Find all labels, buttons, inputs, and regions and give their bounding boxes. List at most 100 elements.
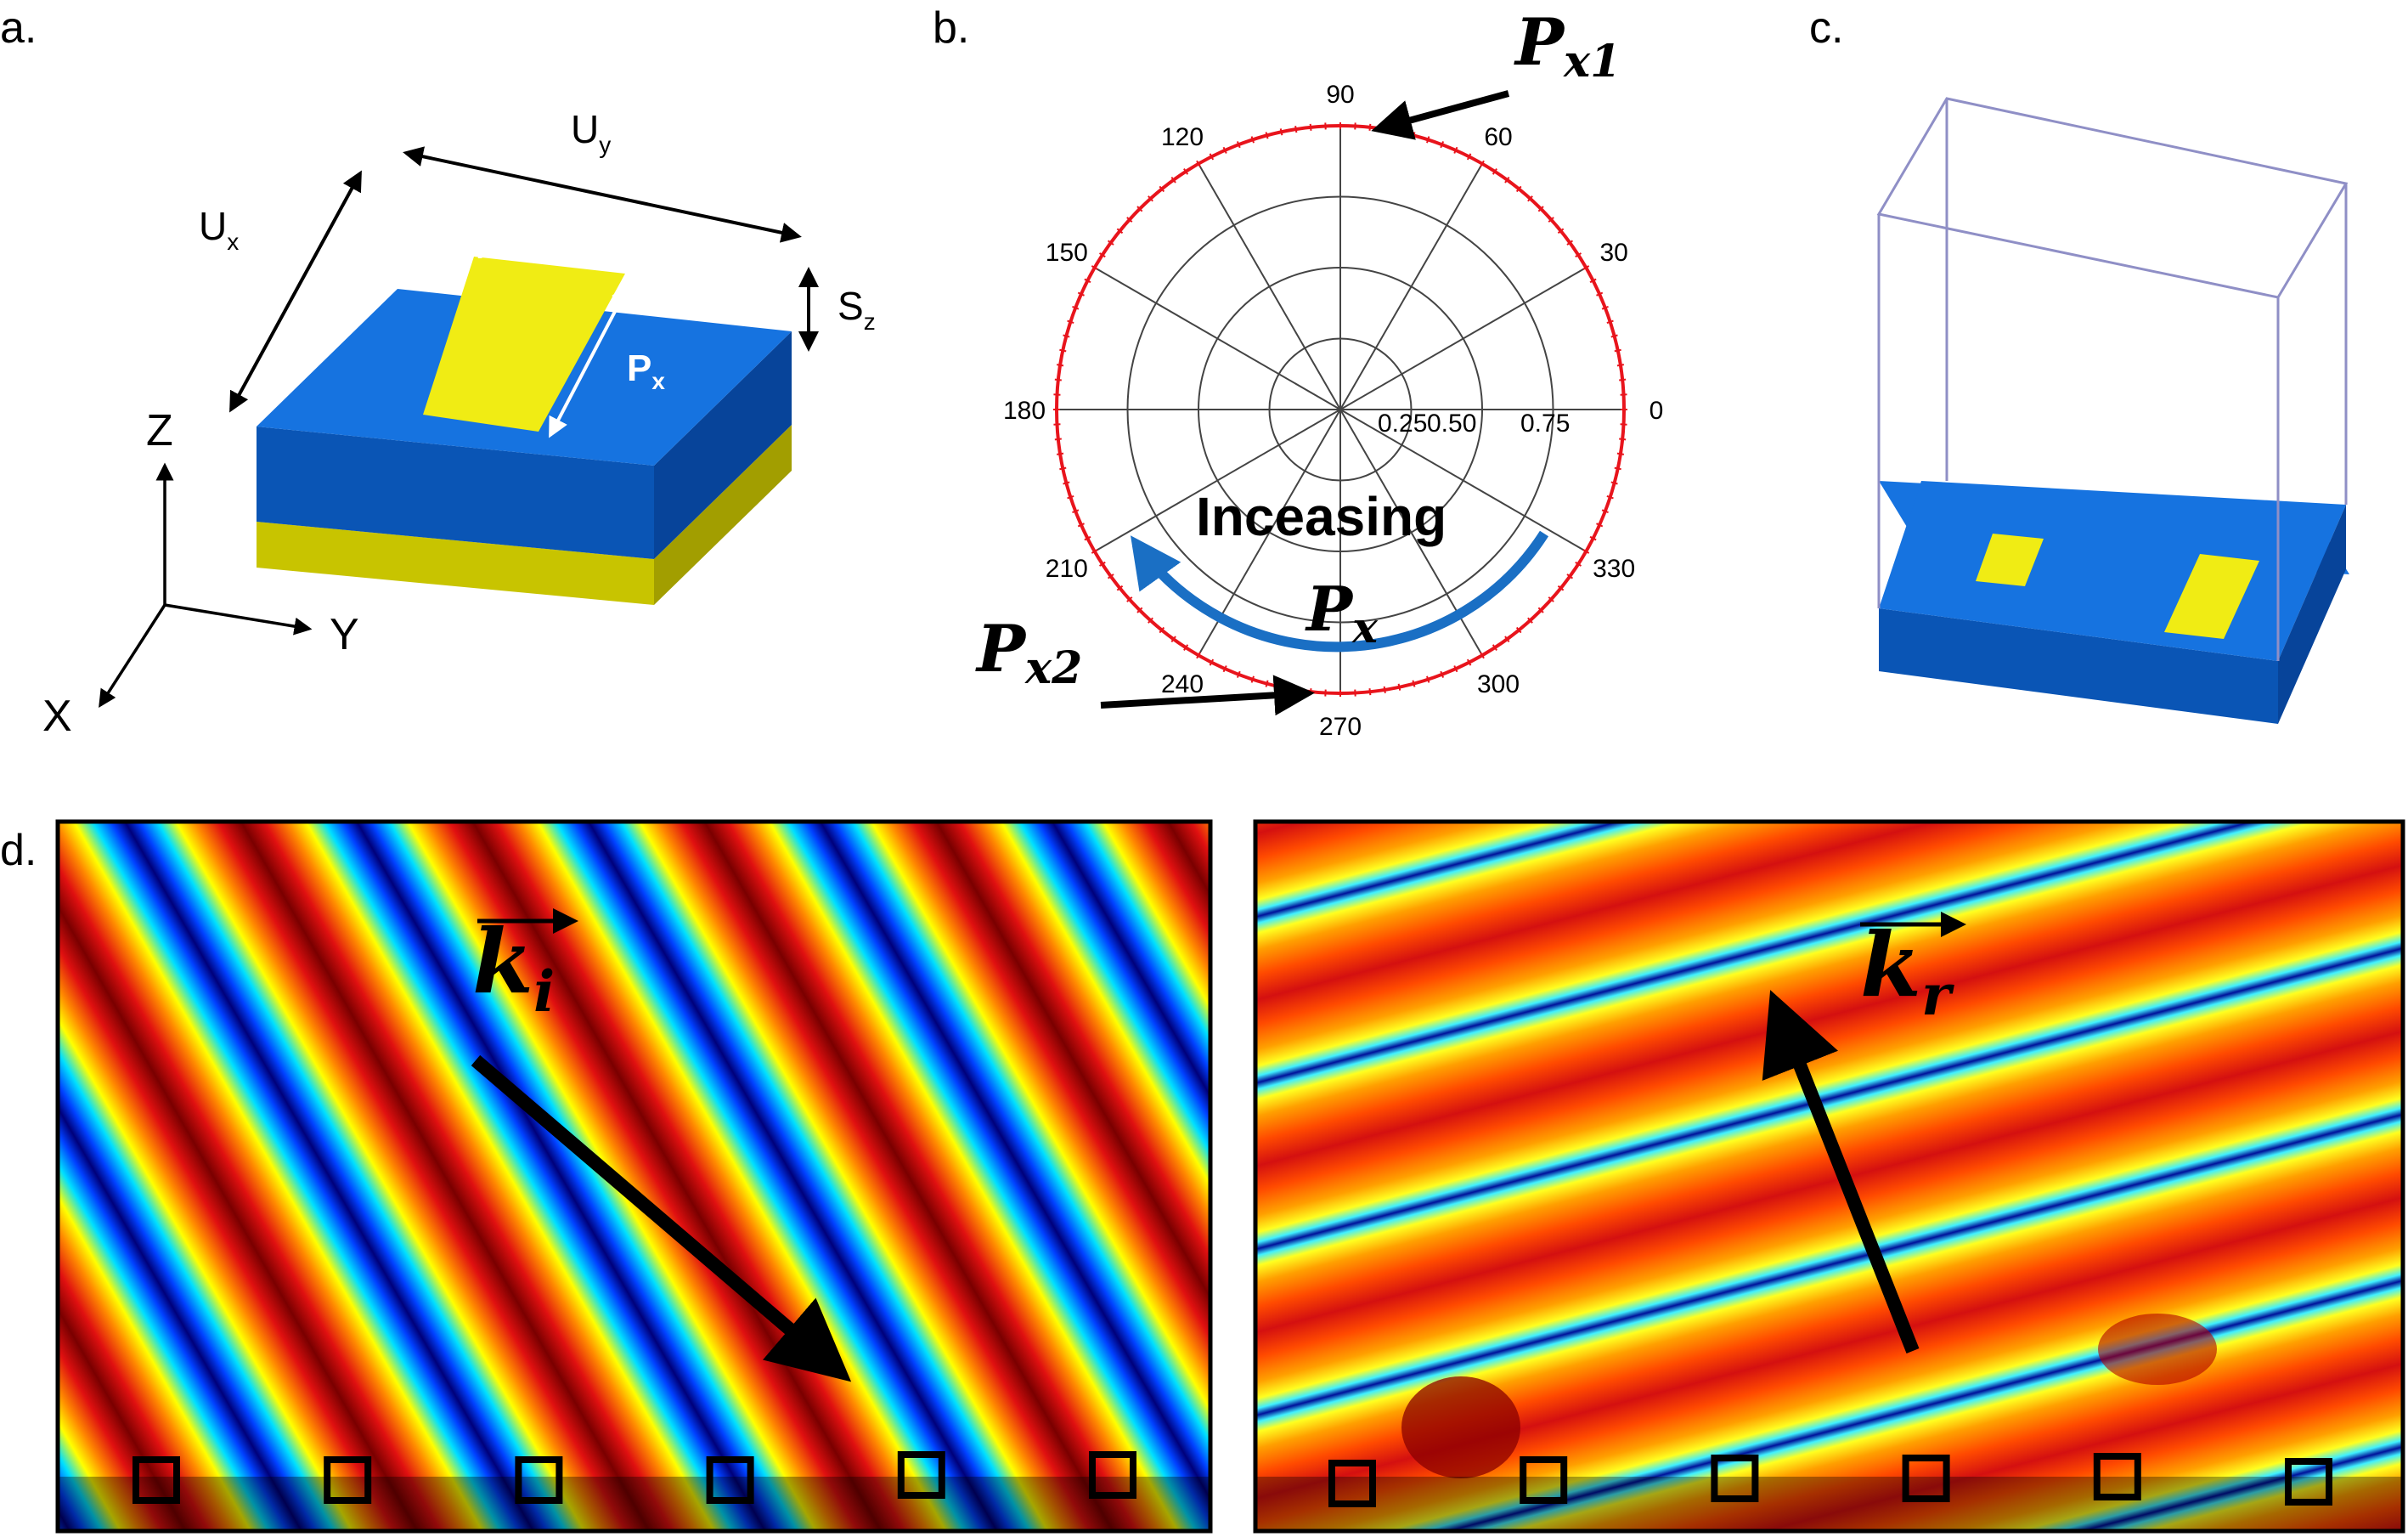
- dim-py-label: Py: [452, 212, 490, 258]
- trace-tick: [1222, 146, 1227, 154]
- incident-substrate-band: [58, 1477, 1210, 1531]
- trace-tick: [1183, 167, 1189, 175]
- trace-tick: [1072, 305, 1080, 310]
- panel-label-b: b.: [933, 3, 969, 53]
- trace-tick: [1067, 319, 1074, 324]
- trace-tick: [1148, 195, 1153, 202]
- trace-tick: [1480, 160, 1485, 167]
- trace-tick: [1209, 658, 1215, 666]
- trace-tick: [1606, 319, 1614, 324]
- trace-tick: [1610, 334, 1618, 338]
- incident-field-map: [58, 822, 1210, 1531]
- dim-uy-arrow: [403, 146, 802, 243]
- trace-tick: [1098, 252, 1106, 258]
- angle-label-330: 330: [1593, 555, 1635, 583]
- trace-tick: [1196, 160, 1201, 167]
- trace-tick: [1196, 652, 1201, 659]
- panel-a-unit-cell: Uy Ux Sz Py Px Z Y X: [42, 107, 876, 741]
- trace-tick: [1412, 680, 1416, 687]
- trace-tick: [1453, 146, 1458, 154]
- angle-label-210: 210: [1046, 555, 1088, 583]
- angle-label-0: 0: [1650, 397, 1664, 425]
- angle-label-270: 270: [1319, 713, 1362, 741]
- trace-tick: [1063, 334, 1070, 338]
- trace-tick: [1397, 128, 1401, 136]
- ki-arrow: [471, 1054, 852, 1382]
- trace-tick: [1601, 509, 1609, 514]
- trace-tick: [1222, 665, 1227, 673]
- kr-label: kr: [1860, 913, 1954, 1028]
- unit-cell-marker: [515, 1456, 563, 1504]
- unit-cell-marker: [2285, 1458, 2332, 1506]
- trace-tick: [1072, 509, 1080, 514]
- panel-label-c: c.: [1809, 3, 1843, 53]
- trace-tick: [1515, 626, 1522, 634]
- trace-tick: [1515, 185, 1522, 193]
- trace-tick: [1294, 126, 1298, 133]
- trace-tick: [1159, 626, 1165, 634]
- panel-label-d: d.: [0, 826, 37, 875]
- radial-label-050: 0.50: [1427, 410, 1476, 438]
- unit-cell-marker: [1089, 1451, 1136, 1499]
- trace-tick: [1527, 617, 1533, 624]
- dim-py-arrow: [518, 235, 627, 268]
- trace-tick: [1596, 523, 1604, 528]
- trace-tick: [1619, 378, 1627, 381]
- pointer-px2-arrow: [1100, 675, 1315, 716]
- angle-label-60: 60: [1484, 123, 1512, 151]
- angle-label-120: 120: [1161, 123, 1204, 151]
- unit-cell-marker: [897, 1451, 945, 1499]
- trace-tick: [1557, 228, 1565, 235]
- trace-tick: [1589, 535, 1597, 541]
- trace-tick: [1170, 176, 1176, 184]
- trace-tick: [1614, 466, 1621, 471]
- trace-tick: [1614, 348, 1621, 353]
- unit-cell-marker: [324, 1456, 372, 1504]
- trace-tick: [1054, 378, 1062, 381]
- trace-tick: [1480, 652, 1485, 659]
- angle-label-180: 180: [1003, 397, 1046, 425]
- ki-label: ki: [472, 909, 555, 1025]
- trace-tick: [1368, 123, 1372, 131]
- incident-markers: [133, 1451, 1136, 1504]
- trace-tick: [1148, 617, 1153, 624]
- trace-tick: [1170, 636, 1176, 643]
- hotspot-left: [1401, 1376, 1520, 1478]
- trace-tick: [1412, 132, 1416, 139]
- axis-x-line: [99, 604, 166, 708]
- trace-tick: [1126, 217, 1133, 223]
- trace-tick: [1059, 466, 1067, 471]
- trace-tick: [1091, 265, 1098, 270]
- trace-tick: [1159, 185, 1165, 193]
- angle-label-240: 240: [1161, 670, 1204, 698]
- trace-tick: [1077, 291, 1085, 297]
- trace-tick: [1236, 141, 1241, 149]
- unit-cell-marker: [706, 1456, 754, 1504]
- trace-tick: [1566, 240, 1574, 246]
- substrate-front: [257, 427, 654, 559]
- incident-frame: [55, 819, 1213, 1534]
- trace-tick: [1492, 644, 1497, 652]
- radial-label-025: 0.25: [1378, 410, 1427, 438]
- trace-tick: [1236, 670, 1241, 678]
- trace-tick: [1548, 217, 1554, 223]
- patch-left: [1976, 534, 2044, 586]
- panel-d-reflected-field: kr: [1253, 819, 2405, 1534]
- trace-tick: [1466, 658, 1472, 666]
- trace-tick: [1575, 561, 1582, 567]
- panel-c-simulation-box: [1876, 97, 2349, 724]
- trace-tick: [1265, 132, 1269, 139]
- angle-label-90: 90: [1326, 81, 1354, 109]
- trace-tick: [1077, 523, 1085, 528]
- trace-tick: [1504, 176, 1510, 184]
- ground-plane-right: [654, 425, 792, 605]
- trace-tick: [1504, 636, 1510, 643]
- dim-sz-label: Sz: [837, 284, 876, 335]
- dim-px-arrow: [549, 282, 630, 438]
- unit-cell-marker: [1711, 1455, 1759, 1502]
- trace-tick: [1265, 680, 1269, 687]
- trace-tick: [1063, 481, 1070, 485]
- trace-tick: [1527, 195, 1533, 202]
